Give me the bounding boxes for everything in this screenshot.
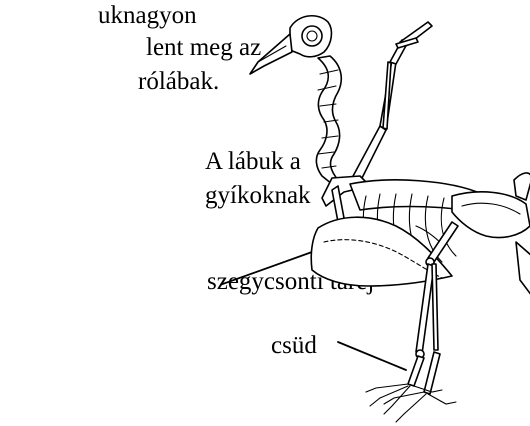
line-1-fragment: uk	[98, 0, 123, 32]
paragraph-line-3: rólábak.	[138, 66, 219, 98]
bird-skeleton-illustration	[220, 0, 530, 426]
feet-toes	[366, 384, 456, 422]
skull	[250, 16, 331, 74]
line-1-word: nagyon	[123, 0, 197, 32]
neck-vertebrae	[316, 56, 341, 184]
wing-bones	[352, 22, 432, 182]
tarsus-leader-line	[338, 342, 406, 370]
paragraph-line-1: uk nagyon	[98, 0, 180, 32]
keel-leader-line	[220, 252, 312, 290]
